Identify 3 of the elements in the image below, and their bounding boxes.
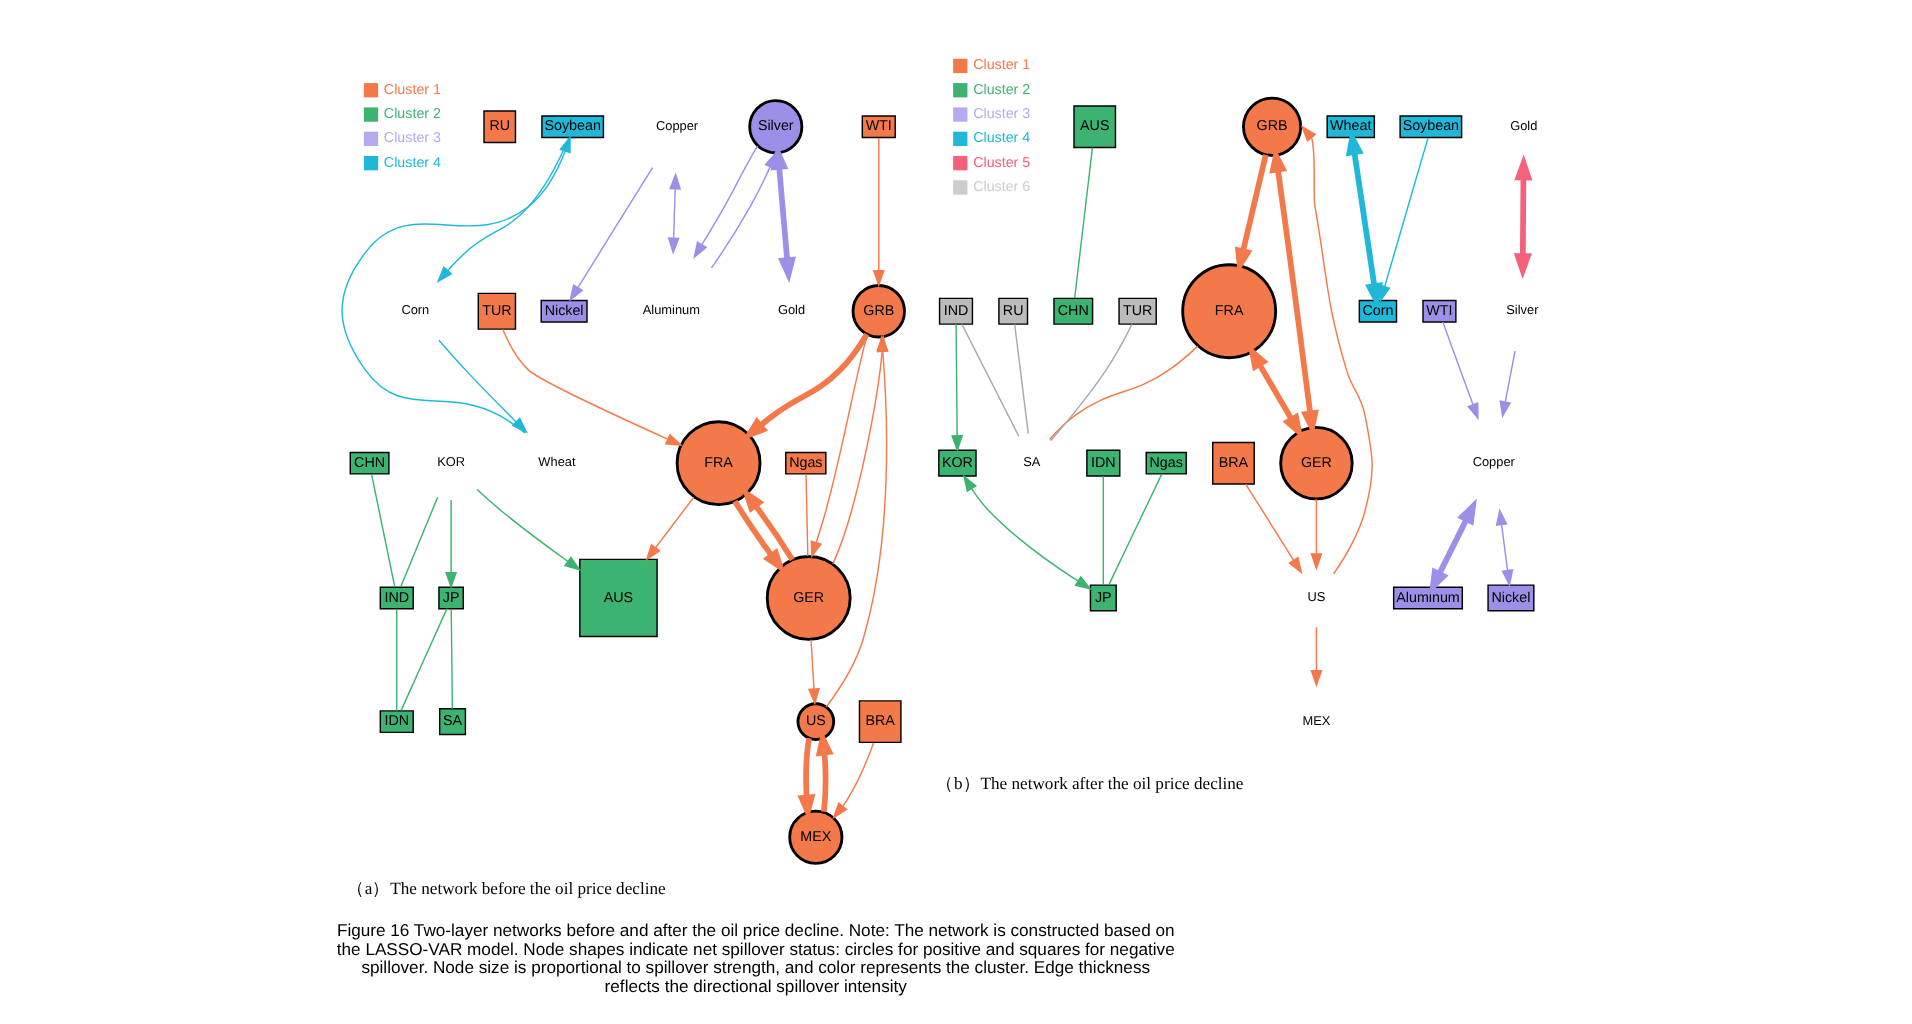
caption: Figure 16 Two-layer networks before and after the oil price decline. Note: The network is constructed based on the LASSO-VAR model. Node shapes indicate net spillover status: circles for positive and squares for negative spillover. Node size is proportional to spillover strength, and color represents the cluster. Edge thickness reflects the directional spillover intensity [336,918,1175,995]
label: （a）The network before the oil price decline [346,877,666,898]
label: （b）The network after the oil price decline [935,771,1244,792]
